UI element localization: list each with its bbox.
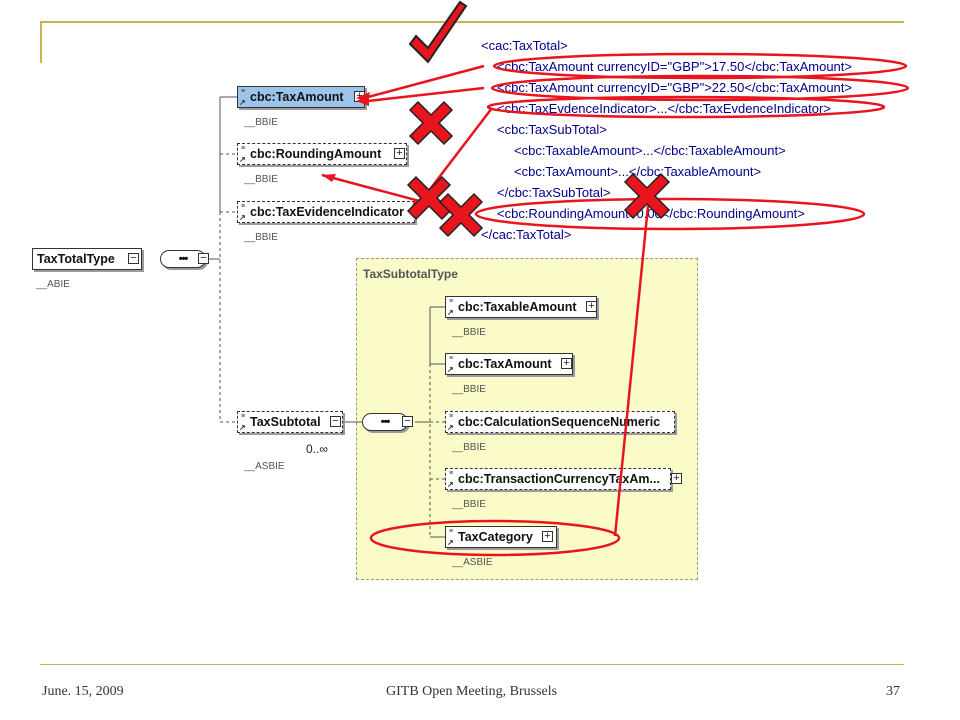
- node-label: cbc:TaxAmount: [458, 357, 552, 371]
- node-label: TaxTotalType: [37, 252, 115, 266]
- footer-date: June. 15, 2009: [42, 684, 124, 699]
- node-type-label: __BBIE: [452, 384, 486, 395]
- slide-frame-top: [40, 21, 904, 23]
- plus-box-icon[interactable]: +: [671, 473, 682, 484]
- tax-category-node[interactable]: ≡↗ TaxCategory: [445, 526, 557, 548]
- xml-line-10: </cac:TaxTotal>: [481, 227, 572, 242]
- node-type-label: __ABIE: [36, 279, 70, 290]
- xml-line-1: <cac:TaxTotal>: [481, 38, 568, 53]
- cross-icon: [623, 172, 671, 220]
- footer-title: GITB Open Meeting, Brussels: [386, 684, 558, 699]
- cardinality-label: 0..∞: [306, 442, 328, 456]
- tax-total-type-node[interactable]: TaxTotalType: [32, 248, 142, 270]
- node-type-label: __BBIE: [452, 327, 486, 338]
- footer-page-number: 37: [886, 684, 900, 699]
- node-type-label: __BBIE: [244, 174, 278, 185]
- slide-frame-left: [40, 21, 42, 63]
- xml-line-4: <cbc:TaxEvdenceIndicator>...</cbc:TaxEvd…: [497, 101, 831, 116]
- plus-box-icon[interactable]: +: [394, 148, 405, 159]
- node-label: TaxCategory: [458, 530, 533, 544]
- node-label: TaxSubtotal: [250, 415, 321, 429]
- node-label: cbc:CalculationSequenceNumeric: [458, 415, 661, 429]
- node-type-label: __BBIE: [244, 117, 278, 128]
- tax-evidence-indicator-node[interactable]: ≡↗ cbc:TaxEvidenceIndicator: [237, 201, 415, 223]
- cross-icon: [408, 100, 454, 146]
- rounding-amount-node[interactable]: ≡↗ cbc:RoundingAmount: [237, 143, 407, 165]
- xml-line-9: <cbc:RoundingAmount>0.00</cbc:RoundingAm…: [497, 206, 805, 221]
- calculation-sequence-numeric-node[interactable]: ≡↗ cbc:CalculationSequenceNumeric: [445, 411, 675, 433]
- taxable-amount-node[interactable]: ≡↗ cbc:TaxableAmount: [445, 296, 597, 318]
- subtotal-tax-amount-node[interactable]: ≡↗ cbc:TaxAmount: [445, 353, 573, 375]
- cross-icon: [438, 192, 484, 238]
- minus-box-icon[interactable]: −: [128, 253, 139, 264]
- plus-box-icon[interactable]: +: [561, 358, 572, 369]
- xml-line-6: <cbc:TaxableAmount>...</cbc:TaxableAmoun…: [514, 143, 786, 158]
- minus-box-icon[interactable]: −: [402, 416, 413, 427]
- node-type-label: __BBIE: [452, 499, 486, 510]
- xml-line-8: </cbc:TaxSubTotal>: [497, 185, 611, 200]
- node-label: cbc:TaxEvidenceIndicator: [250, 205, 404, 219]
- node-label: cbc:TaxAmount: [250, 90, 344, 104]
- tax-subtotal-node[interactable]: ≡↗ TaxSubtotal: [237, 411, 343, 433]
- tax-amount-node[interactable]: ≡↗ cbc:TaxAmount: [237, 86, 365, 108]
- node-type-label: __BBIE: [244, 232, 278, 243]
- node-label: cbc:RoundingAmount: [250, 147, 382, 161]
- minus-box-icon[interactable]: −: [198, 253, 209, 264]
- node-label: cbc:TaxableAmount: [458, 300, 577, 314]
- plus-box-icon[interactable]: +: [542, 531, 553, 542]
- footer-divider: [40, 664, 904, 665]
- xml-line-5: <cbc:TaxSubTotal>: [497, 122, 607, 137]
- node-type-label: __ASBIE: [244, 461, 285, 472]
- node-label: cbc:TransactionCurrencyTaxAm...: [458, 472, 660, 486]
- node-type-label: __ASBIE: [452, 557, 493, 568]
- xml-line-2: <cbc:TaxAmount currencyID="GBP">17.50</c…: [497, 59, 852, 74]
- node-type-label: __BBIE: [452, 442, 486, 453]
- panel-title: TaxSubtotalType: [363, 267, 458, 281]
- xml-line-3: <cbc:TaxAmount currencyID="GBP">22.50</c…: [497, 80, 852, 95]
- minus-box-icon[interactable]: −: [330, 416, 341, 427]
- xml-line-7: <cbc:TaxAmount>...</cbc:TaxableAmount>: [514, 164, 762, 179]
- transaction-currency-tax-amount-node[interactable]: ≡↗ cbc:TransactionCurrencyTaxAm...: [445, 468, 671, 490]
- plus-box-icon[interactable]: +: [586, 301, 597, 312]
